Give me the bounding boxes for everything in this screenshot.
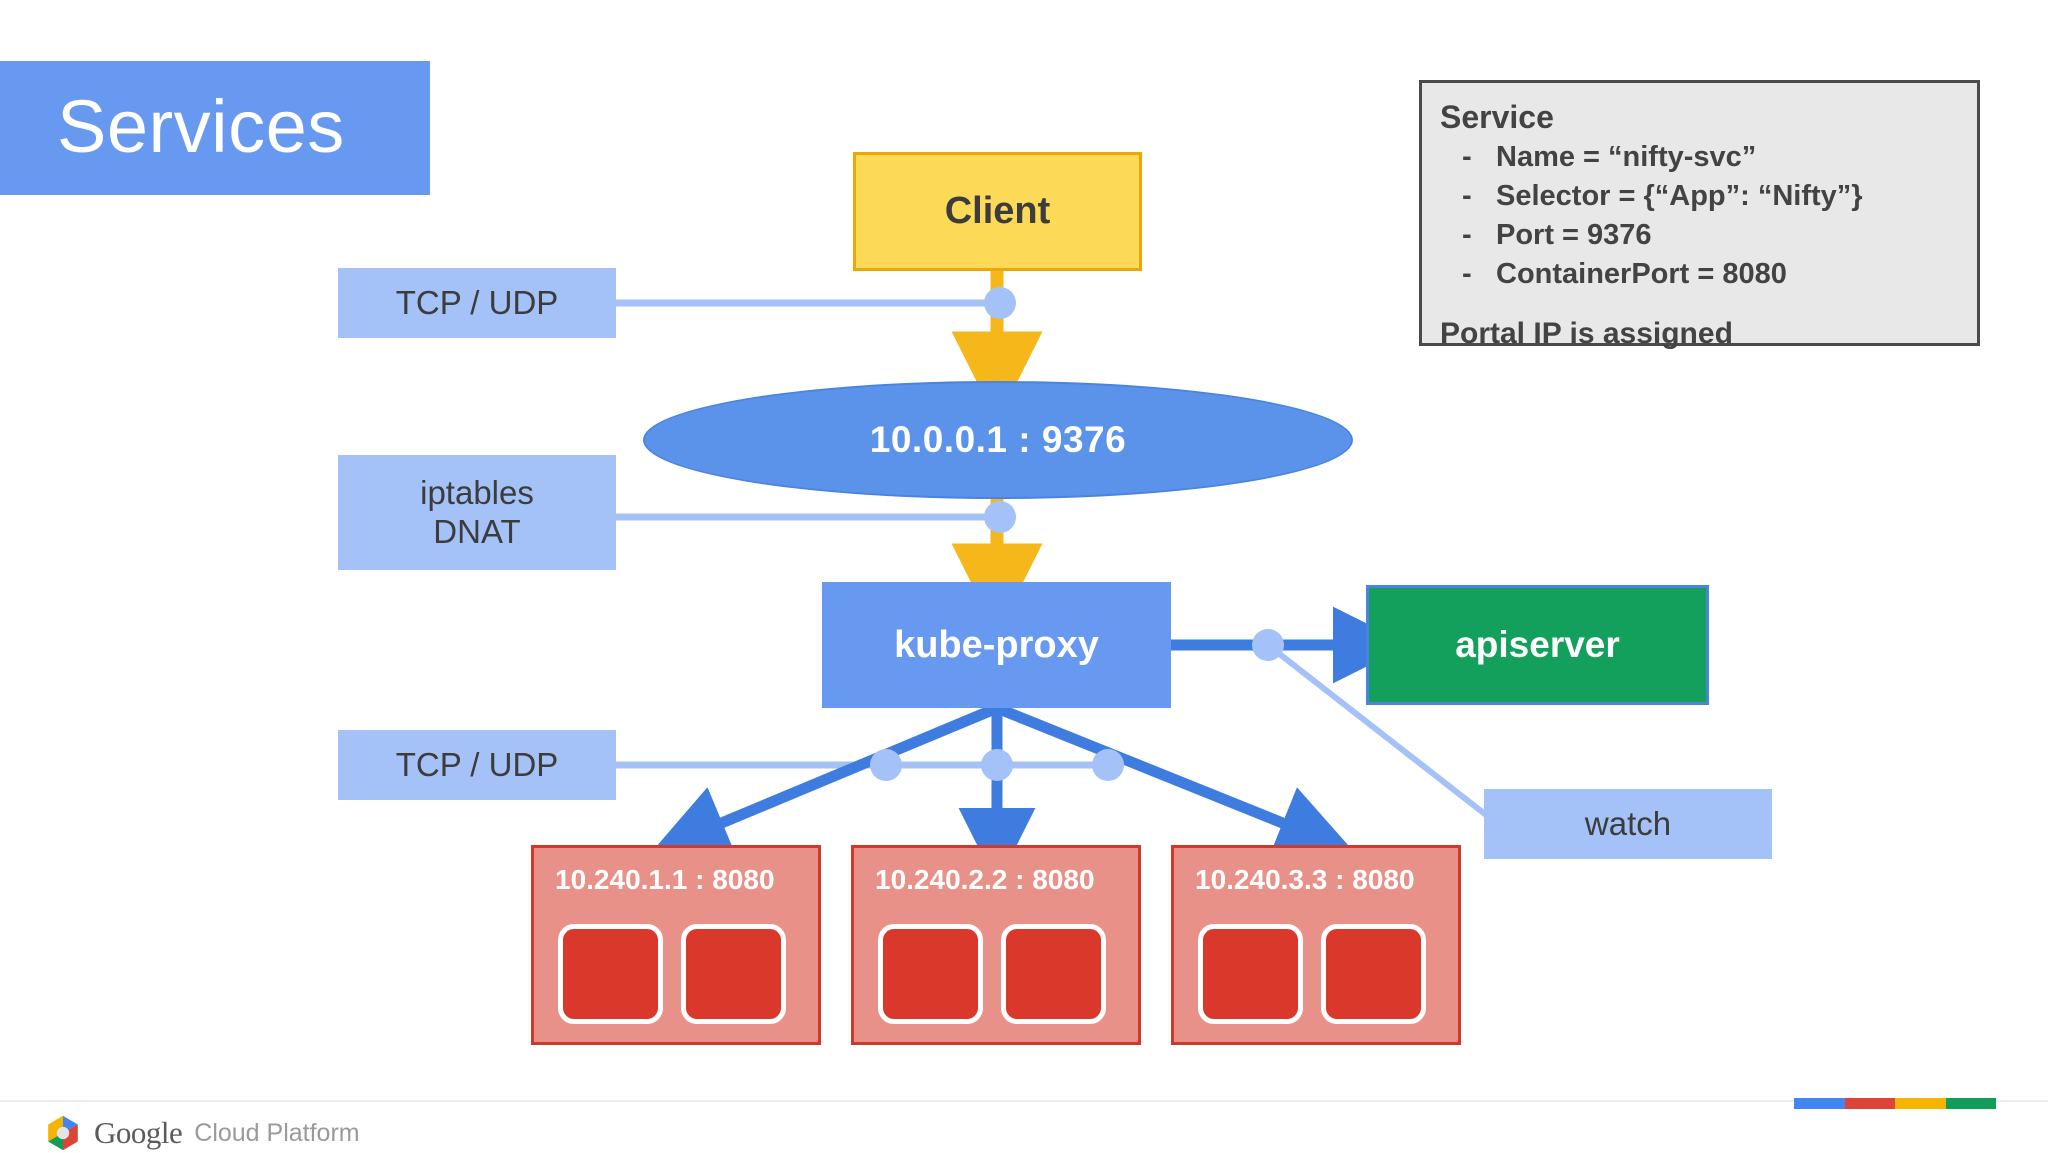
spec-title: Service [1440,99,1554,135]
pod-container-group [878,924,1106,1024]
annotation-iptables-line-2: DNAT [433,512,521,550]
spec-bullet: - [1462,140,1472,173]
connector-dot-watch [1252,629,1284,661]
container-box [1198,924,1303,1024]
spec-item-text: Selector = {“App”: “Nifty”} [1496,180,1863,213]
pod-endpoint: 10.240.3.3 : 8080 [1171,845,1461,1045]
container-box [1001,924,1106,1024]
annotation-tcp-udp-top-label: TCP / UDP [395,283,559,321]
node-portal-ip: 10.0.0.1 : 9376 [643,381,1353,499]
spec-bullet: - [1462,258,1472,291]
annotation-tcp-udp-bottom: TCP / UDP [338,730,616,800]
flow-proxy-to-pod-3 [994,702,1354,859]
annotation-watch-label: watch [1584,804,1672,842]
color-bar-segment-blue [1794,1098,1845,1109]
slide-title-banner: Services [0,61,430,195]
spec-bullet: - [1462,180,1472,213]
connector-dot-iptables [984,501,1016,533]
container-box [681,924,786,1024]
spec-item-text: ContainerPort = 8080 [1496,258,1787,291]
spec-bullet: - [1462,219,1472,252]
spec-item-text: Port = 9376 [1496,219,1652,252]
container-box [1321,924,1426,1024]
annotation-iptables-dnat: iptables DNAT [338,455,616,570]
container-box [558,924,663,1024]
page-title: Services [57,84,345,168]
color-bar-segment-green [1945,1098,1996,1109]
spec-item-list: - Name = “nifty-svc” - Selector = {“App”… [1440,138,1959,295]
color-bar-segment-red [1844,1098,1895,1109]
google-wordmark: Google [94,1115,183,1150]
pod-address-label: 10.240.2.2 : 8080 [875,864,1095,895]
color-bar-segment-yellow [1895,1098,1946,1109]
node-kube-proxy-label: kube-proxy [894,623,1099,666]
annotation-iptables-line-1: iptables [420,473,534,511]
annotation-tcp-udp-top: TCP / UDP [338,268,616,338]
spec-item: - ContainerPort = 8080 [1440,255,1959,294]
node-client: Client [853,152,1142,271]
service-spec-callout: Service - Name = “nifty-svc” - Selector … [1419,80,1980,350]
node-apiserver-label: apiserver [1455,624,1620,665]
annotation-iptables-dnat-lines: iptables DNAT [420,474,534,552]
pod-endpoint: 10.240.2.2 : 8080 [851,845,1141,1045]
node-client-label: Client [944,190,1051,232]
cloud-platform-wordmark: Cloud Platform [194,1118,360,1147]
node-apiserver: apiserver [1366,585,1709,705]
node-portal-ip-label: 10.0.0.1 : 9376 [869,419,1127,460]
node-kube-proxy: kube-proxy [822,582,1171,708]
spec-item: - Port = 9376 [1440,216,1959,255]
flow-proxy-to-pod-1 [651,702,1000,859]
footer-divider [0,1100,2048,1102]
annotation-watch: watch [1484,789,1772,859]
spec-item: - Selector = {“App”: “Nifty”} [1440,177,1959,216]
container-box [878,924,983,1024]
spec-item-text: Name = “nifty-svc” [1496,140,1757,173]
gcp-hexagon-icon [48,1115,78,1151]
pod-address-label: 10.240.1.1 : 8080 [555,864,775,895]
pod-container-group [1198,924,1426,1024]
pod-container-group [558,924,786,1024]
connector-dot-tcp-bottom-center [981,749,1013,781]
connector-dot-tcp-bottom-right [1092,749,1124,781]
connector-dot-tcp-top [984,287,1016,319]
spec-footer-note: Portal IP is assigned [1440,316,1733,350]
google-color-bar [1794,1098,1996,1109]
annotation-tcp-udp-bottom-label: TCP / UDP [395,745,559,783]
connector-dot-tcp-bottom-left [870,749,902,781]
pod-endpoint: 10.240.1.1 : 8080 [531,845,821,1045]
spec-item: - Name = “nifty-svc” [1440,138,1959,177]
google-cloud-platform-logo: Google Cloud Platform [44,1114,360,1152]
pod-address-label: 10.240.3.3 : 8080 [1195,864,1415,895]
